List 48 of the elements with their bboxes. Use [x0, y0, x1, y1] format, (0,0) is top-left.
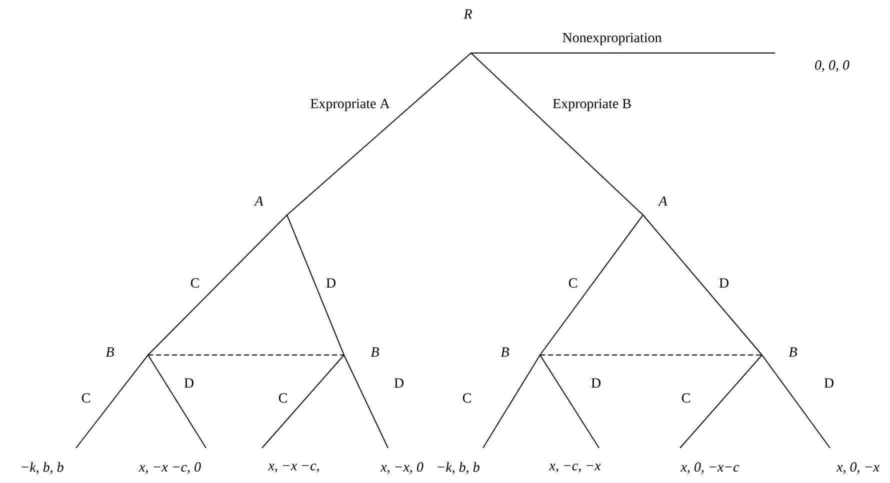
branch-line	[262, 354, 344, 448]
edge-label: C	[82, 393, 90, 403]
branch-line	[540, 354, 600, 448]
player-label: B	[370, 347, 379, 357]
player-label: A	[254, 196, 264, 206]
edge-label: D	[824, 378, 834, 388]
branch-line	[470, 52, 776, 54]
edge-label: Expropriate A	[310, 98, 390, 112]
player-label: B	[788, 347, 797, 357]
branch-line	[286, 52, 472, 216]
information-set-line	[148, 354, 344, 356]
branch-line	[470, 52, 644, 216]
edge-label: C	[278, 393, 287, 403]
edge-label: Nonexpropriation	[562, 32, 662, 46]
payoff-label: x, −c, −x	[549, 464, 601, 472]
edge-label: D	[394, 378, 404, 388]
branch-line	[286, 214, 344, 356]
player-label: A	[658, 196, 668, 206]
edge-label: D	[184, 378, 194, 388]
branch-line	[482, 354, 540, 448]
branch-line	[76, 354, 148, 448]
payoff-label: −k, b, b	[438, 462, 480, 474]
branch-line	[148, 214, 288, 356]
payoff-label: x, 0, −x−c	[680, 462, 740, 474]
edge-label: C	[190, 278, 199, 288]
edge-label: C	[568, 278, 577, 288]
branch-line	[762, 354, 830, 448]
branch-line	[680, 354, 762, 448]
edge-label: D	[591, 378, 600, 388]
payoff-label: −k, b, b	[22, 462, 64, 474]
branch-line	[148, 354, 206, 448]
payoff-label: x, −x, 0	[380, 462, 424, 474]
edge-label: C	[682, 393, 690, 403]
edge-label: C	[462, 393, 471, 403]
edge-label: Expropriate B	[552, 98, 631, 112]
edge-label: D	[719, 278, 728, 288]
information-set-line	[540, 354, 762, 356]
branch-line	[642, 214, 762, 356]
branch-line	[540, 214, 644, 356]
player-label: R	[464, 9, 472, 19]
payoff-label: x, −x −c, 0	[138, 462, 201, 474]
payoff-label: x, −x −c,	[268, 464, 319, 472]
payoff-label: x, 0, −x	[836, 462, 880, 474]
payoff-label: 0, 0, 0	[815, 60, 850, 72]
edge-label: D	[326, 278, 336, 288]
player-label: B	[106, 347, 114, 357]
branch-line	[344, 354, 388, 448]
player-label: B	[500, 347, 509, 357]
